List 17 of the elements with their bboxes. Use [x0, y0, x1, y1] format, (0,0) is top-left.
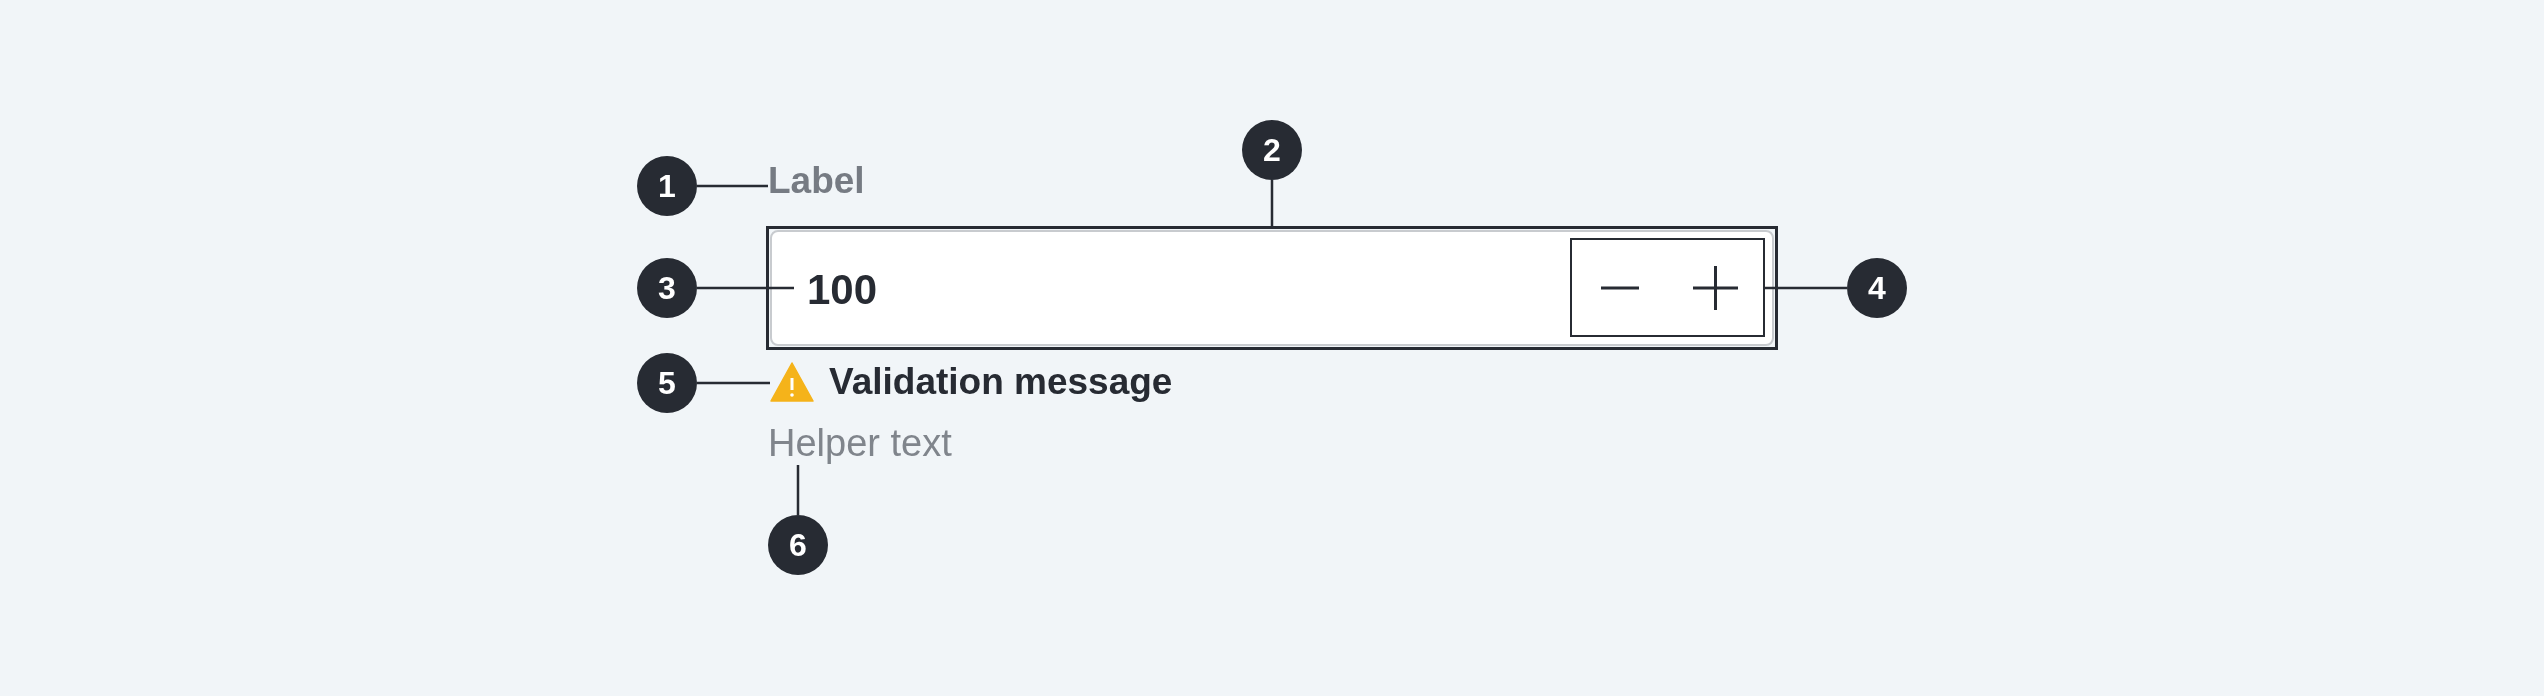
callout-number: 2 [1242, 120, 1302, 180]
leader-line [697, 381, 770, 385]
callout-number: 6 [768, 515, 828, 575]
leader-line [697, 286, 794, 290]
callout-number: 1 [637, 156, 697, 216]
callout-number: 5 [637, 353, 697, 413]
callout-number: 3 [637, 258, 697, 318]
leader-line [697, 184, 768, 188]
leader-line [1765, 286, 1847, 290]
leader-line [1270, 180, 1274, 226]
leader-line [796, 465, 800, 515]
helper-text: Helper text [768, 421, 952, 465]
stepper-control [1570, 238, 1765, 337]
callout-number: 4 [1847, 258, 1907, 318]
validation-message: Validation message [829, 360, 1173, 404]
input-value: 100 [794, 265, 878, 315]
field-label: Label [768, 159, 865, 203]
